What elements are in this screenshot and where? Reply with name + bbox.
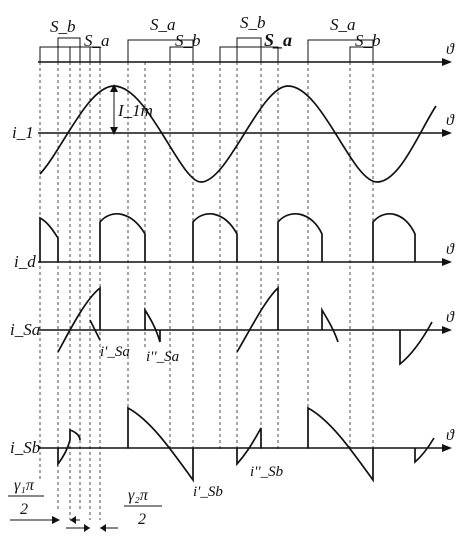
isa-segment-5: [399, 321, 433, 366]
gate-label-sa-1: S_a: [84, 31, 110, 50]
id-arch-2: [192, 212, 238, 262]
id-arch-1: [99, 213, 146, 262]
id-arch-0: [39, 216, 59, 262]
angle-annotations: γ₁π 2 γ₂π 2: [8, 477, 162, 532]
theta-label-isa: ϑ: [446, 309, 455, 326]
gate-bar-sa-3: [260, 46, 279, 63]
gate-label-sb-3: S_b: [240, 13, 266, 32]
theta-label-i1: ϑ: [446, 112, 455, 129]
gate-label-sb-2: S_b: [175, 31, 201, 50]
id-arch-3: [277, 213, 323, 262]
i1-waveform: ϑ i_1 I_1m: [12, 84, 455, 183]
isb-label: i_Sb: [10, 438, 40, 457]
gamma2-label: γ₂π: [128, 487, 149, 504]
gate-bar-sa-1: [69, 46, 101, 63]
isb-segment-3: [236, 427, 262, 467]
isb-segment-5: [414, 437, 435, 464]
isa-segment-1: [57, 286, 101, 353]
isa-waveform: ϑ i_Sa i'_Sa i''_Sa: [10, 286, 455, 366]
gate-axis-arrow: [442, 58, 452, 66]
isa-segment-3: [236, 286, 279, 353]
isb-segment-1: [57, 428, 81, 467]
isa-segment-2: [144, 307, 161, 343]
isa-dprime-label: i''_Sa: [146, 349, 179, 365]
isb-waveform: ϑ i_Sb i'_Sb i''_Sb: [10, 406, 455, 500]
gate-signals: S_b S_a S_a S_b S_b S_a S_a S_b ϑ: [38, 13, 455, 66]
gate-label-sa-2: S_a: [150, 15, 176, 34]
gate-bar-sb-1b: [57, 37, 81, 63]
isa-prime-label: i'_Sa: [100, 344, 130, 360]
i1-label: i_1: [12, 123, 34, 142]
gate-label-sb-1: S_b: [50, 17, 76, 36]
gamma2-denominator: 2: [138, 511, 146, 528]
gate-bar-sb-2: [169, 46, 194, 63]
gamma1-label: γ₁π: [14, 477, 35, 494]
guide-lines: [39, 62, 374, 520]
theta-label-id: ϑ: [446, 241, 455, 258]
isa-tail-1: [89, 319, 101, 341]
i1-curve: [39, 85, 437, 183]
theta-label-isb: ϑ: [446, 427, 455, 444]
id-label: i_d: [14, 252, 36, 271]
id-arch-4: [372, 212, 416, 262]
gate-bar-sb-1: [39, 46, 91, 63]
isb-dprime-label: i''_Sb: [250, 464, 284, 480]
gate-bar-sb-4: [349, 46, 374, 63]
id-waveform: ϑ i_d: [14, 212, 455, 271]
isb-segment-2: [127, 406, 194, 483]
gate-label-sa-4: S_a: [330, 15, 356, 34]
isb-prime-label: i'_Sb: [193, 484, 223, 500]
gate-label-sb-4: S_b: [355, 31, 381, 50]
gate-label-sa-3: S_a: [264, 30, 292, 50]
gate-bar-sb-3b: [236, 37, 262, 63]
i1m-label: I_1m: [117, 101, 153, 120]
isa-label: i_Sa: [10, 320, 40, 339]
gamma1-denominator: 2: [20, 501, 28, 518]
isa-segment-4: [321, 306, 339, 343]
theta-label-gate: ϑ: [446, 41, 455, 58]
isb-segment-4: [307, 406, 374, 483]
